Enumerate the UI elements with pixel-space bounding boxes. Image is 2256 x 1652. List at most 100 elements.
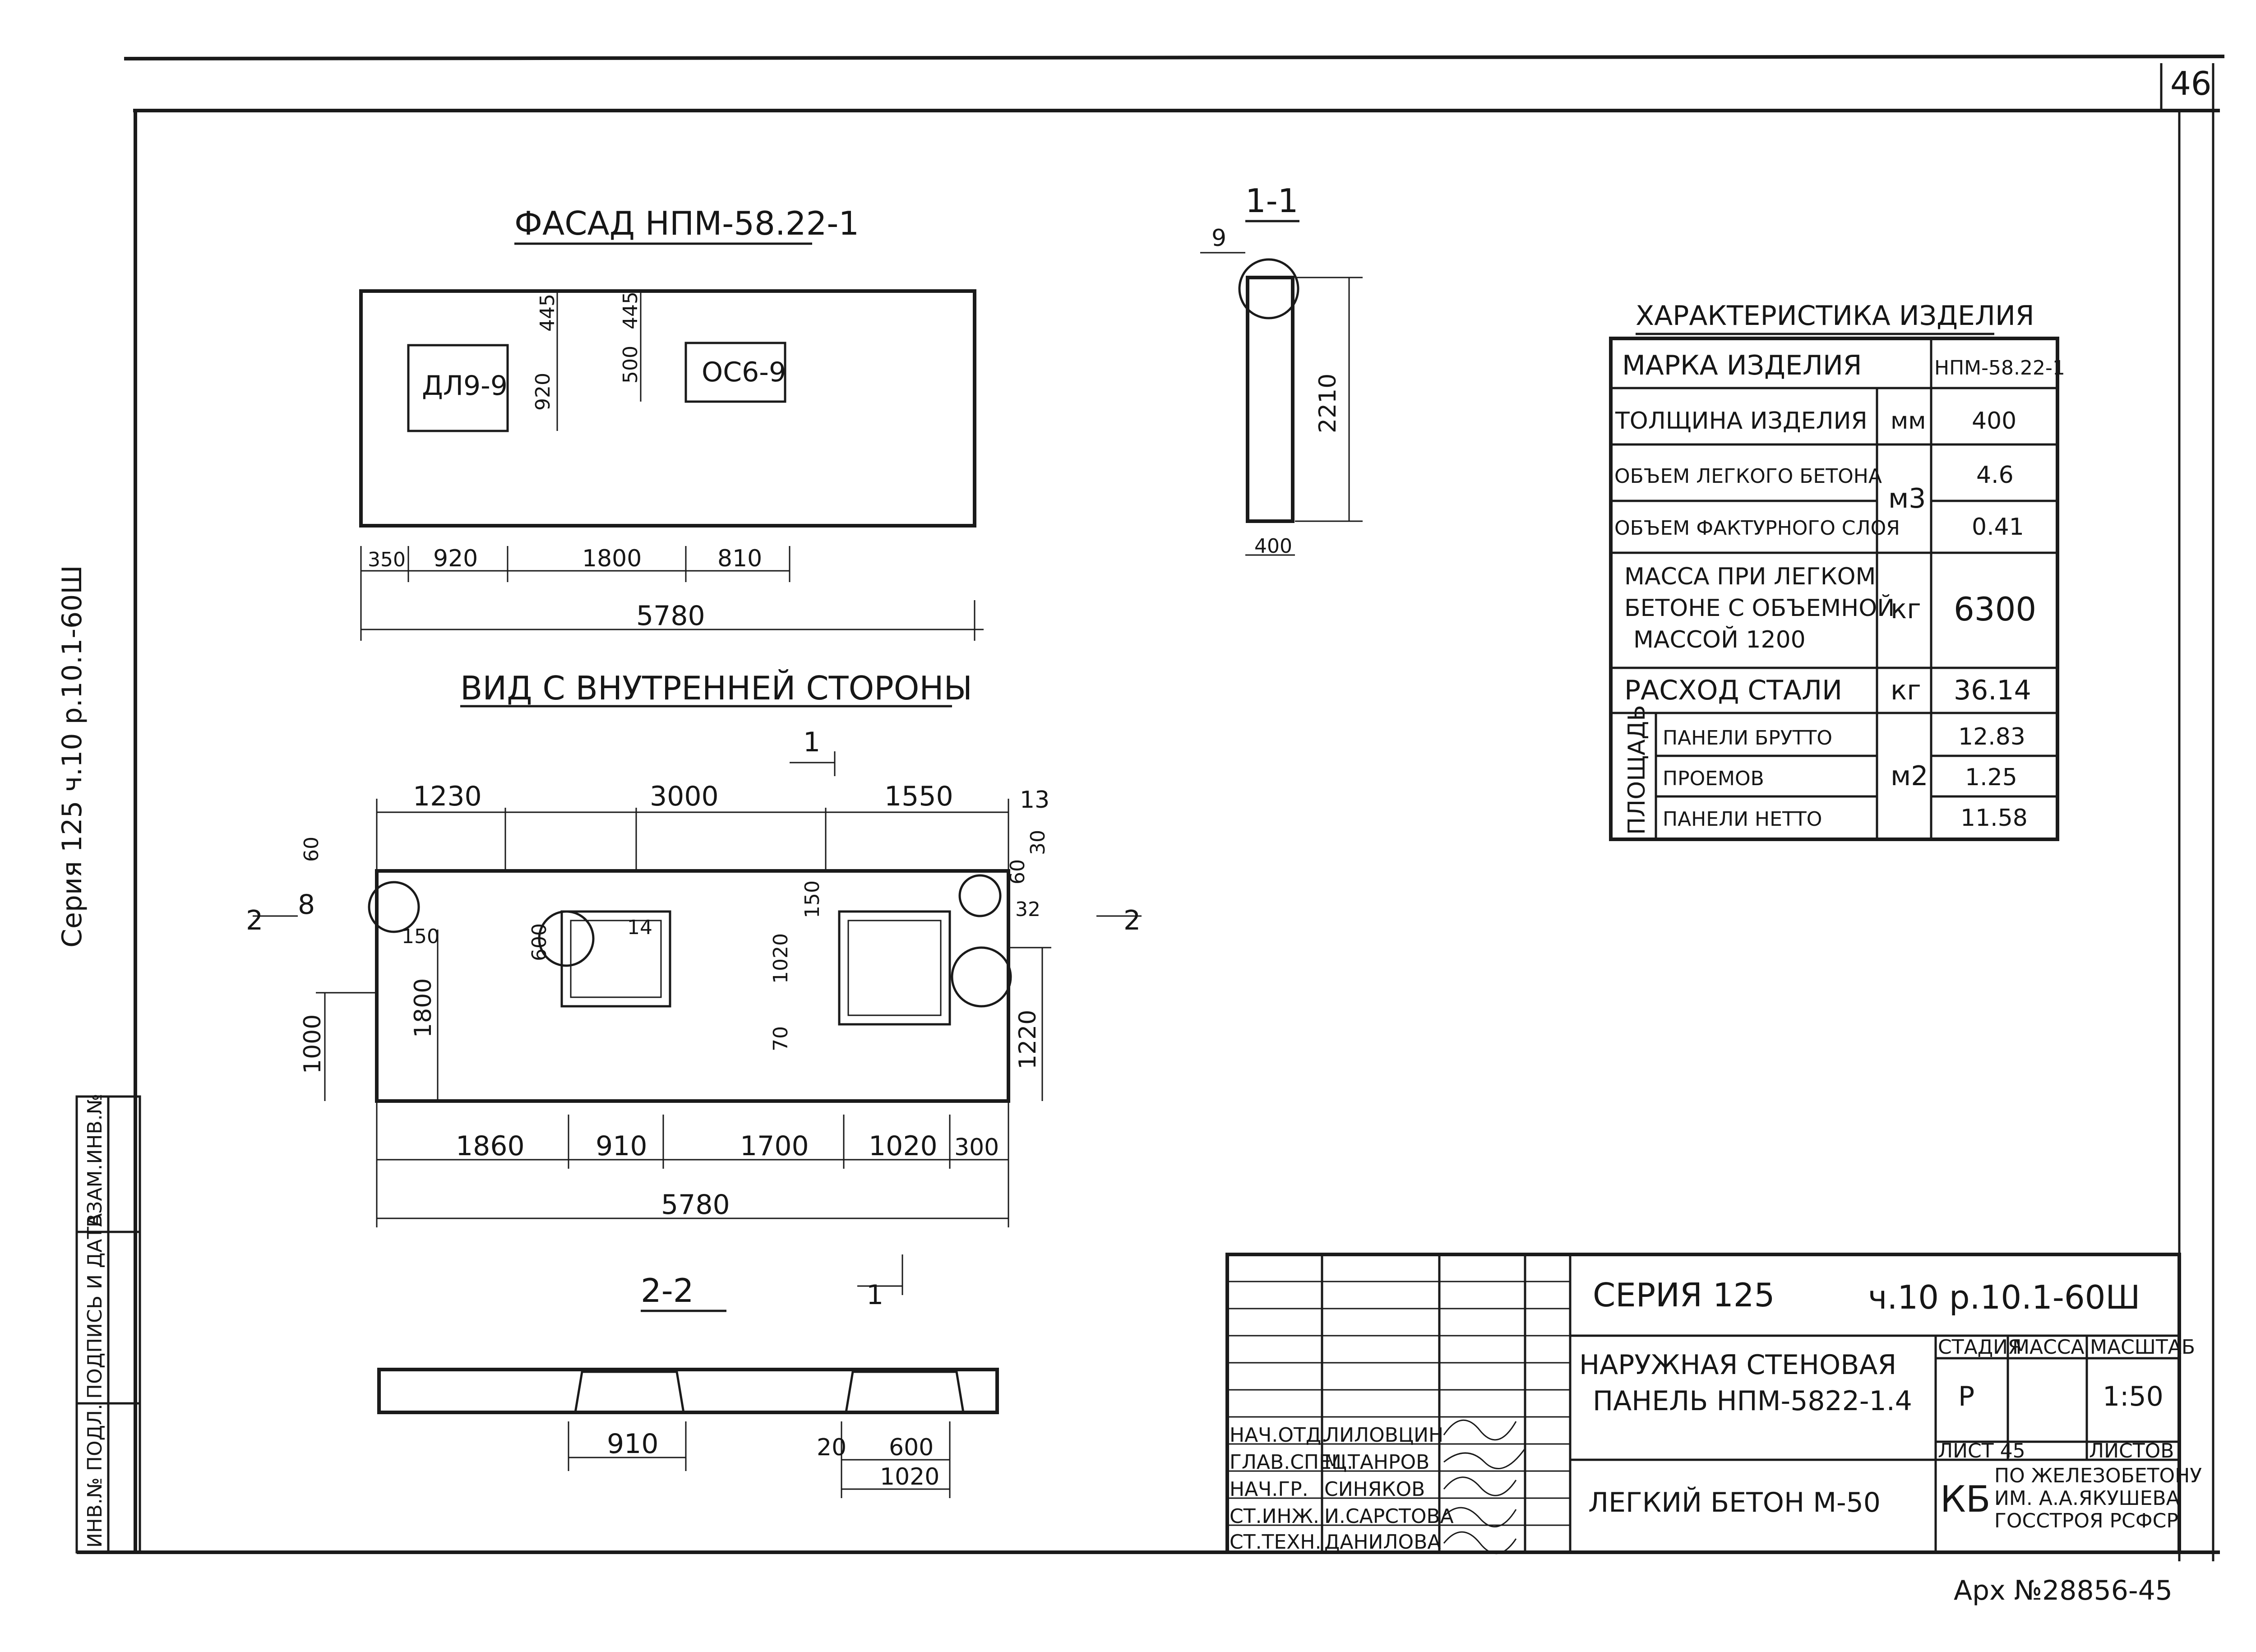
facade-dim-1800: 1800 bbox=[582, 545, 642, 572]
inner-dim-lines bbox=[253, 751, 1142, 1295]
title-block-grid bbox=[1225, 1253, 2181, 1554]
stamp-title-line-2: ПАНЕЛЬ НПМ-5822-1.4 bbox=[1593, 1385, 1912, 1417]
inner-mark-8: 8 bbox=[298, 889, 315, 921]
spec-thickness-unit: мм bbox=[1891, 407, 1926, 435]
spec-facing-label: ОБЪЕМ ФАКТУРНОГО СЛОЯ bbox=[1614, 517, 1900, 540]
stamp-signer-role-2: ГЛАВ.СПЕЦ. bbox=[1230, 1451, 1353, 1474]
facade-dim-920-bottom: 920 bbox=[433, 545, 478, 572]
section-2-2-dim-lines bbox=[568, 1421, 951, 1498]
inner-opening-left-inner bbox=[570, 920, 662, 998]
section-2-2-body bbox=[377, 1368, 999, 1414]
facade-dim-810: 810 bbox=[717, 545, 762, 572]
facade-panel bbox=[359, 289, 976, 528]
section-2-2-dim-1020: 1020 bbox=[880, 1463, 939, 1490]
inner-cut2-left: 2 bbox=[246, 905, 263, 936]
side-box-signature: ПОДПИСЬ И ДАТА bbox=[83, 1213, 106, 1399]
spec-table-grid bbox=[1609, 337, 2059, 841]
spec-gross-label: ПАНЕЛИ БРУТТО bbox=[1663, 727, 1832, 750]
spec-area-group-label: ПЛОЩАДЬ bbox=[1623, 705, 1650, 835]
stamp-scale-value: 1:50 bbox=[2103, 1381, 2164, 1412]
stamp-signer-name-4: И.САРСТОВА bbox=[1324, 1505, 1454, 1528]
stamp-signer-role-4: СТ.ИНЖ. bbox=[1230, 1505, 1319, 1528]
spec-thickness-value: 400 bbox=[1972, 407, 2016, 435]
section-1-1-node-circle bbox=[1238, 258, 1299, 319]
section-1-1-title: 1-1 bbox=[1245, 182, 1299, 220]
inner-dim-600: 600 bbox=[528, 923, 551, 961]
inner-dim-1020: 1020 bbox=[769, 933, 792, 984]
section-2-2-dim-910: 910 bbox=[607, 1428, 659, 1460]
section-2-2-dim-20: 20 bbox=[817, 1434, 846, 1461]
inner-bottom-dim-1860: 1860 bbox=[456, 1130, 525, 1162]
facade-dim-445-right: 445 bbox=[619, 292, 642, 329]
facade-dim-445-top: 445 bbox=[536, 294, 559, 332]
stamp-signer-name-5: ДАНИЛОВА bbox=[1324, 1531, 1441, 1554]
stamp-sheet: ЛИСТ 45 bbox=[1938, 1439, 2025, 1462]
inner-dim-32: 32 bbox=[1015, 898, 1040, 921]
spec-net-label: ПАНЕЛИ НЕТТО bbox=[1663, 808, 1822, 831]
inner-dim-1800: 1800 bbox=[410, 978, 437, 1038]
facade-dim-total: 5780 bbox=[636, 600, 705, 632]
stamp-series: СЕРИЯ 125 bbox=[1593, 1276, 1775, 1314]
inner-bottom-dim-1700: 1700 bbox=[740, 1130, 809, 1162]
inner-node-top-right bbox=[958, 874, 1002, 917]
stamp-signer-role-1: НАЧ.ОТД. bbox=[1230, 1424, 1327, 1447]
inner-total-dim: 5780 bbox=[661, 1189, 730, 1221]
section-2-2-title: 2-2 bbox=[641, 1272, 694, 1310]
spec-openings-label: ПРОЕМОВ bbox=[1663, 767, 1764, 790]
inner-bottom-dim-910: 910 bbox=[596, 1130, 647, 1162]
spec-header-value: НПМ-58.22-1 bbox=[1934, 356, 2065, 379]
inner-opening-left bbox=[560, 910, 671, 1008]
inner-dim-70: 70 bbox=[769, 1026, 792, 1051]
facade-dim-920: 920 bbox=[532, 373, 555, 411]
spec-volume-unit: м3 bbox=[1888, 483, 1926, 514]
inner-view-title: ВИД С ВНУТРЕННЕЙ СТОРОНЫ bbox=[460, 669, 972, 707]
facade-window-left bbox=[407, 344, 509, 432]
section-1-1-width: 400 bbox=[1254, 535, 1292, 558]
side-box-replaces: ВЗАМ.ИНВ.№ bbox=[83, 1094, 106, 1227]
stamp-signer-name-1: ЛИЛОВЦИН bbox=[1324, 1424, 1443, 1447]
spec-mass-label-2: БЕТОНЕ С ОБЪЕМНОЙ bbox=[1624, 594, 1895, 622]
inner-dim-60-left: 60 bbox=[300, 837, 323, 862]
sheet-frame bbox=[77, 55, 2225, 1561]
facade-title: ФАСАД НПМ-58.22-1 bbox=[514, 204, 859, 242]
facade-window-right-label: ОС6-9 bbox=[702, 356, 786, 388]
spec-openings-value: 1.25 bbox=[1965, 764, 2017, 791]
spec-mass-label-3: МАССОЙ 1200 bbox=[1633, 626, 1806, 653]
stamp-org-mark: КБ bbox=[1940, 1478, 1991, 1520]
spec-header-label: МАРКА ИЗДЕЛИЯ bbox=[1622, 350, 1862, 381]
stamp-signer-name-2: М.ТАНРОВ bbox=[1324, 1451, 1429, 1474]
archive-number: Арх №28856-45 bbox=[1954, 1575, 2173, 1606]
inner-mark-13: 13 bbox=[1020, 787, 1049, 814]
facade-window-right bbox=[684, 342, 786, 403]
stamp-scale-header: МАСШТАБ bbox=[2090, 1336, 2195, 1359]
stamp-stage-header: СТАДИЯ bbox=[1938, 1336, 2022, 1359]
inner-node-right bbox=[951, 946, 1012, 1008]
inner-dim-150: 150 bbox=[801, 880, 824, 918]
spec-mass-label-1: МАССА ПРИ ЛЕГКОМ bbox=[1624, 563, 1876, 590]
facade-dim-500: 500 bbox=[619, 346, 642, 384]
inner-top-dim-3000: 3000 bbox=[650, 781, 719, 812]
spec-concrete-value: 4.6 bbox=[1976, 462, 2014, 489]
facade-window-left-label: ДЛ9-9 bbox=[422, 370, 508, 402]
section-1-1-height: 2210 bbox=[1314, 374, 1341, 433]
inner-cut-mark-top: 1 bbox=[803, 727, 820, 758]
stamp-stage-value: Р bbox=[1958, 1381, 1974, 1412]
inner-top-dim-1230: 1230 bbox=[413, 781, 482, 812]
inner-dim-1220: 1220 bbox=[1014, 1010, 1041, 1069]
stamp-signer-name-3: СИНЯКОВ bbox=[1324, 1478, 1425, 1501]
section-2-2-dim-600: 600 bbox=[889, 1434, 934, 1461]
inner-bottom-dim-1020: 1020 bbox=[869, 1130, 938, 1162]
spec-gross-value: 12.83 bbox=[1958, 723, 2025, 750]
signature-scribbles bbox=[1443, 1419, 1526, 1555]
side-box-original: ИНВ.№ ПОДЛ. bbox=[83, 1404, 106, 1548]
stamp-signer-role-3: НАЧ.ГР. bbox=[1230, 1478, 1308, 1501]
spec-concrete-label: ОБЪЕМ ЛЕГКОГО БЕТОНА bbox=[1614, 465, 1882, 488]
inner-node-opening bbox=[538, 910, 595, 967]
stamp-sheets: ЛИСТОВ bbox=[2089, 1439, 2174, 1462]
inner-cut2-right: 2 bbox=[1123, 905, 1141, 936]
section-1-1-mark: 9 bbox=[1211, 225, 1226, 252]
inner-bottom-dim-300: 300 bbox=[954, 1134, 999, 1161]
facade-dim-350: 350 bbox=[368, 548, 406, 571]
inner-panel bbox=[375, 869, 1010, 1103]
